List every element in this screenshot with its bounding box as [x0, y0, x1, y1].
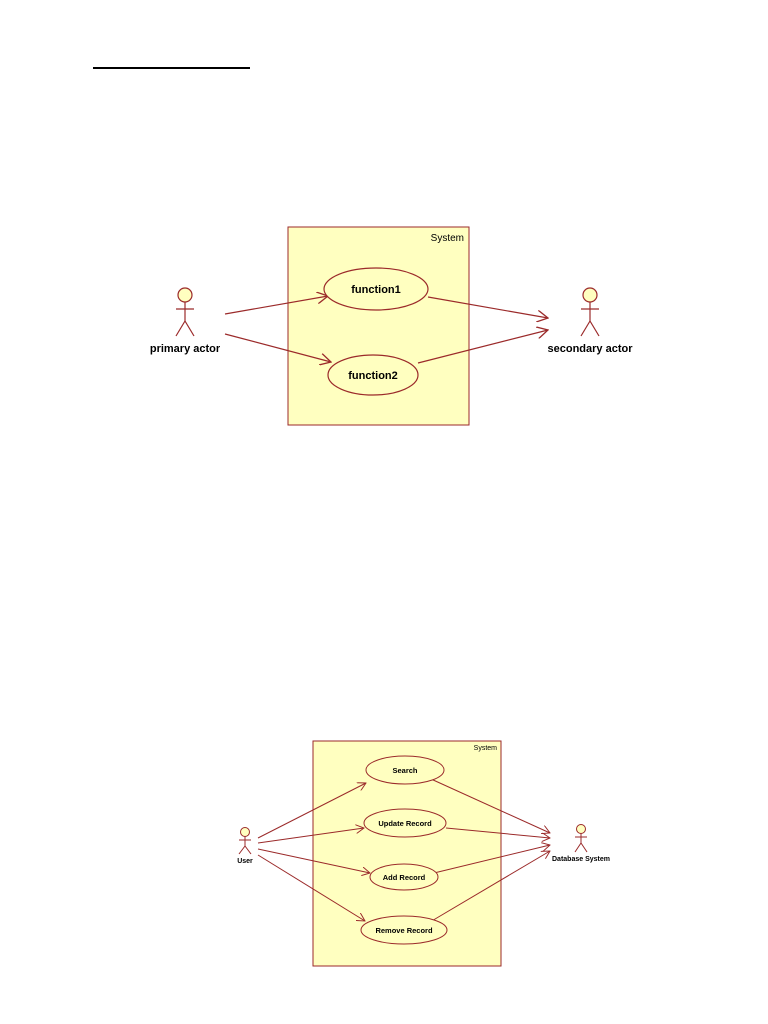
diagram-1: System function1 function2: [150, 226, 634, 426]
system-label-1: System: [431, 233, 464, 244]
use-case-label: Update Record: [378, 819, 432, 828]
association-user-add-record: [257, 848, 370, 873]
actor-primary: primary actor: [150, 287, 221, 355]
association-user-update-record: [257, 828, 364, 844]
stick-figure-icon: [175, 287, 195, 337]
actor-database-system: Database System: [552, 824, 610, 863]
heading-underline: [93, 67, 250, 69]
actor-label: Database System: [552, 856, 610, 863]
use-case-label: function2: [348, 370, 398, 382]
system-label-2: System: [474, 745, 498, 752]
use-case-remove-record: Remove Record: [360, 915, 448, 945]
actor-label: primary actor: [150, 343, 221, 355]
association-remove-record-database: [429, 851, 550, 923]
association-primary-function2: [224, 333, 331, 362]
use-case-label: function1: [351, 284, 401, 296]
association-primary-function1: [224, 296, 328, 315]
association-function1-secondary: [427, 296, 548, 318]
use-case-label: Search: [392, 766, 417, 775]
use-case-search: Search: [365, 755, 445, 785]
stick-figure-icon: [574, 824, 588, 853]
use-case-add-record: Add Record: [369, 863, 439, 891]
use-case-update-record: Update Record: [363, 808, 447, 838]
association-add-record-database: [433, 845, 550, 874]
use-case-label: Remove Record: [375, 926, 433, 935]
association-update-record-database: [445, 827, 550, 838]
actor-user: User: [237, 827, 253, 865]
actor-label: secondary actor: [548, 343, 634, 355]
association-user-remove-record: [257, 854, 365, 921]
stick-figure-icon: [238, 827, 252, 855]
actor-secondary: secondary actor: [548, 287, 634, 355]
use-case-function1: function1: [323, 267, 429, 311]
association-search-database: [430, 778, 550, 833]
diagram-2: System Search Update Record Add Re: [237, 740, 610, 967]
actor-label: User: [237, 858, 253, 865]
association-user-search: [257, 783, 366, 839]
use-case-function2: function2: [327, 354, 419, 396]
stick-figure-icon: [580, 287, 600, 337]
use-case-label: Add Record: [383, 873, 426, 882]
association-function2-secondary: [417, 330, 548, 364]
